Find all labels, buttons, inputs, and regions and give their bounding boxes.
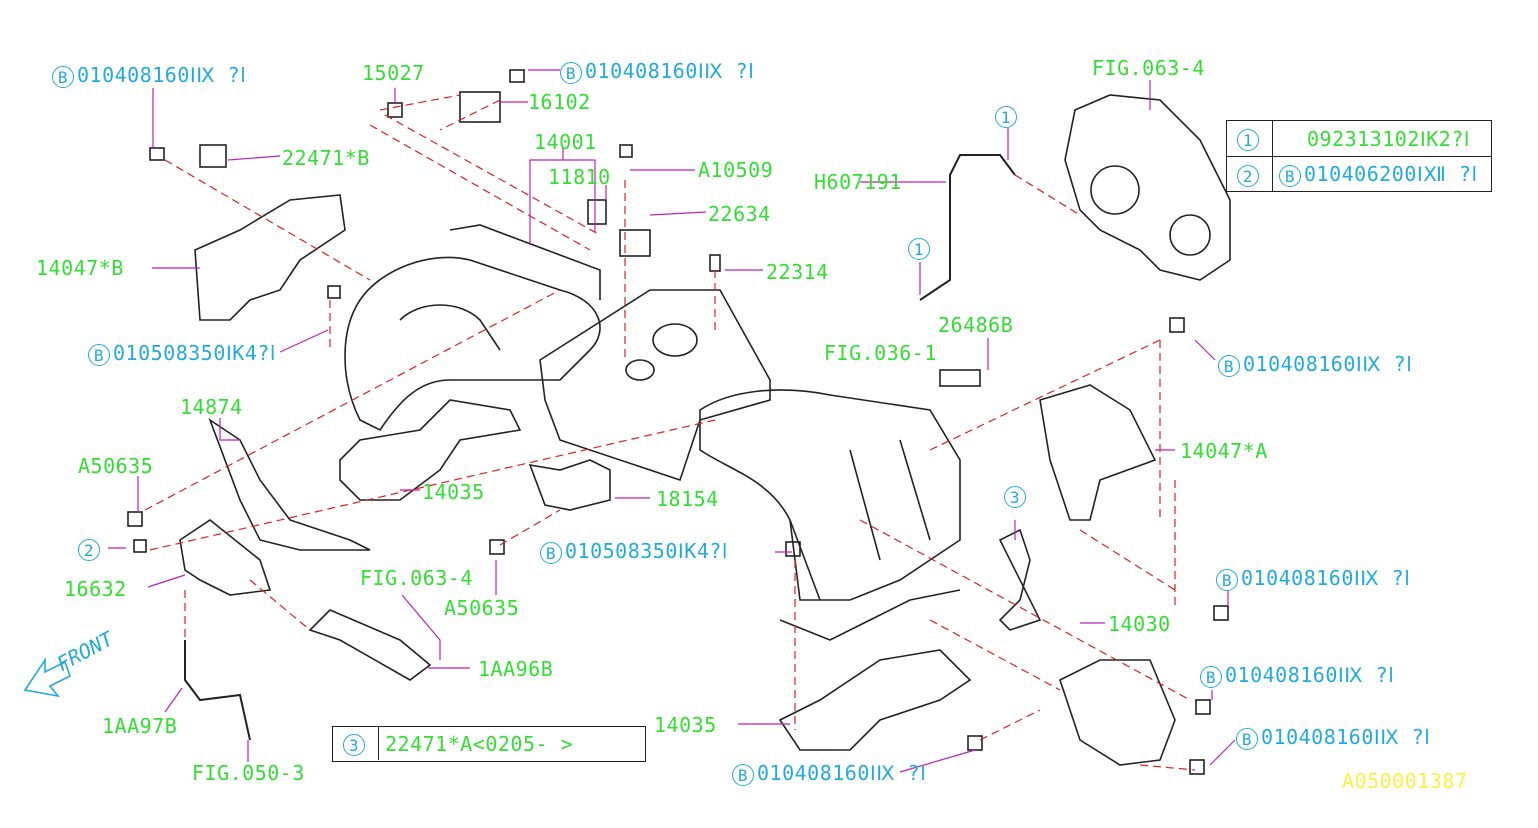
intake-plenum: [539, 289, 771, 482]
b-callout: B: [560, 61, 582, 84]
bolts: [127, 69, 1229, 775]
b-callout: B: [1236, 727, 1258, 750]
label-26486b: 26486B: [938, 313, 1014, 337]
b-callout: B: [732, 763, 754, 786]
front-arrow: [23, 657, 71, 698]
label-16102: 16102: [528, 90, 591, 114]
callout-1-lower: 1: [908, 236, 933, 260]
bracket-14874: [208, 417, 371, 551]
valve-16632: [179, 519, 272, 596]
label-14030: 14030: [1108, 612, 1171, 636]
b-callout: B: [1216, 568, 1238, 591]
label-a50635-left: A50635: [78, 454, 154, 478]
b-callout: B: [1200, 665, 1222, 688]
intake-manifold-right: [699, 389, 961, 601]
cover-lower-right: [1059, 659, 1176, 766]
label-16632: 16632: [64, 577, 127, 601]
label-fig050-3: FIG.050-3: [192, 761, 305, 785]
label-14047b: 14047*B: [36, 256, 124, 280]
label-fig063-4-bottom: FIG.063-4: [360, 566, 473, 590]
gasket-right: [778, 649, 972, 751]
label-1aa97b: 1AA97B: [102, 714, 178, 738]
hose-1aa97b: [184, 640, 251, 741]
cover-left: [194, 194, 346, 321]
label-15027: 15027: [362, 61, 425, 85]
diagram-code: A050001387: [1342, 769, 1468, 793]
bracket-18154: [528, 459, 611, 511]
leader-lines: [108, 69, 1236, 773]
b-callout: B: [540, 541, 562, 564]
callout-1-top: 1: [995, 104, 1020, 128]
throttle-body: [1064, 94, 1231, 281]
label-1aa96b: 1AA96B: [478, 657, 554, 681]
label-fig036-1: FIG.036-1: [824, 341, 937, 365]
part-outlines: [23, 69, 1231, 775]
label-14001: 14001: [534, 130, 597, 154]
label-a10509: A10509: [698, 158, 774, 182]
label-14035-bottom: 14035: [654, 713, 717, 737]
label-14047a: 14047*A: [1180, 439, 1268, 463]
b-callout: B: [52, 65, 74, 88]
cover-right: [1039, 384, 1157, 521]
hose-1aa96b: [308, 609, 432, 681]
hose-h607191: [919, 154, 1016, 301]
label-14874: 14874: [180, 395, 243, 419]
bracket-14030: [998, 528, 1042, 631]
label-a50635-mid: A50635: [444, 596, 520, 620]
b-callout: B: [1218, 354, 1240, 377]
legend-row-1: 1 092313102ⅠK2?ⅼ: [1227, 121, 1491, 157]
label-22471b: 22471*B: [282, 146, 370, 170]
dashed-guides: [144, 94, 1196, 771]
note-3-box: 3 22471*A<0205- >: [332, 726, 646, 762]
label-18154: 18154: [656, 487, 719, 511]
label-22314: 22314: [766, 260, 829, 284]
callout-3: 3: [1004, 484, 1029, 508]
intake-manifold-left: [344, 256, 601, 432]
label-22634: 22634: [708, 202, 771, 226]
gasket-left: [339, 399, 522, 501]
label-14035-left: 14035: [422, 480, 485, 504]
label-fig063-4-top: FIG.063-4: [1092, 56, 1205, 80]
label-11810: 11810: [548, 165, 611, 189]
label-h607191: H607191: [814, 170, 902, 194]
callout-2: 2: [78, 537, 103, 561]
b-callout: B: [88, 343, 110, 366]
